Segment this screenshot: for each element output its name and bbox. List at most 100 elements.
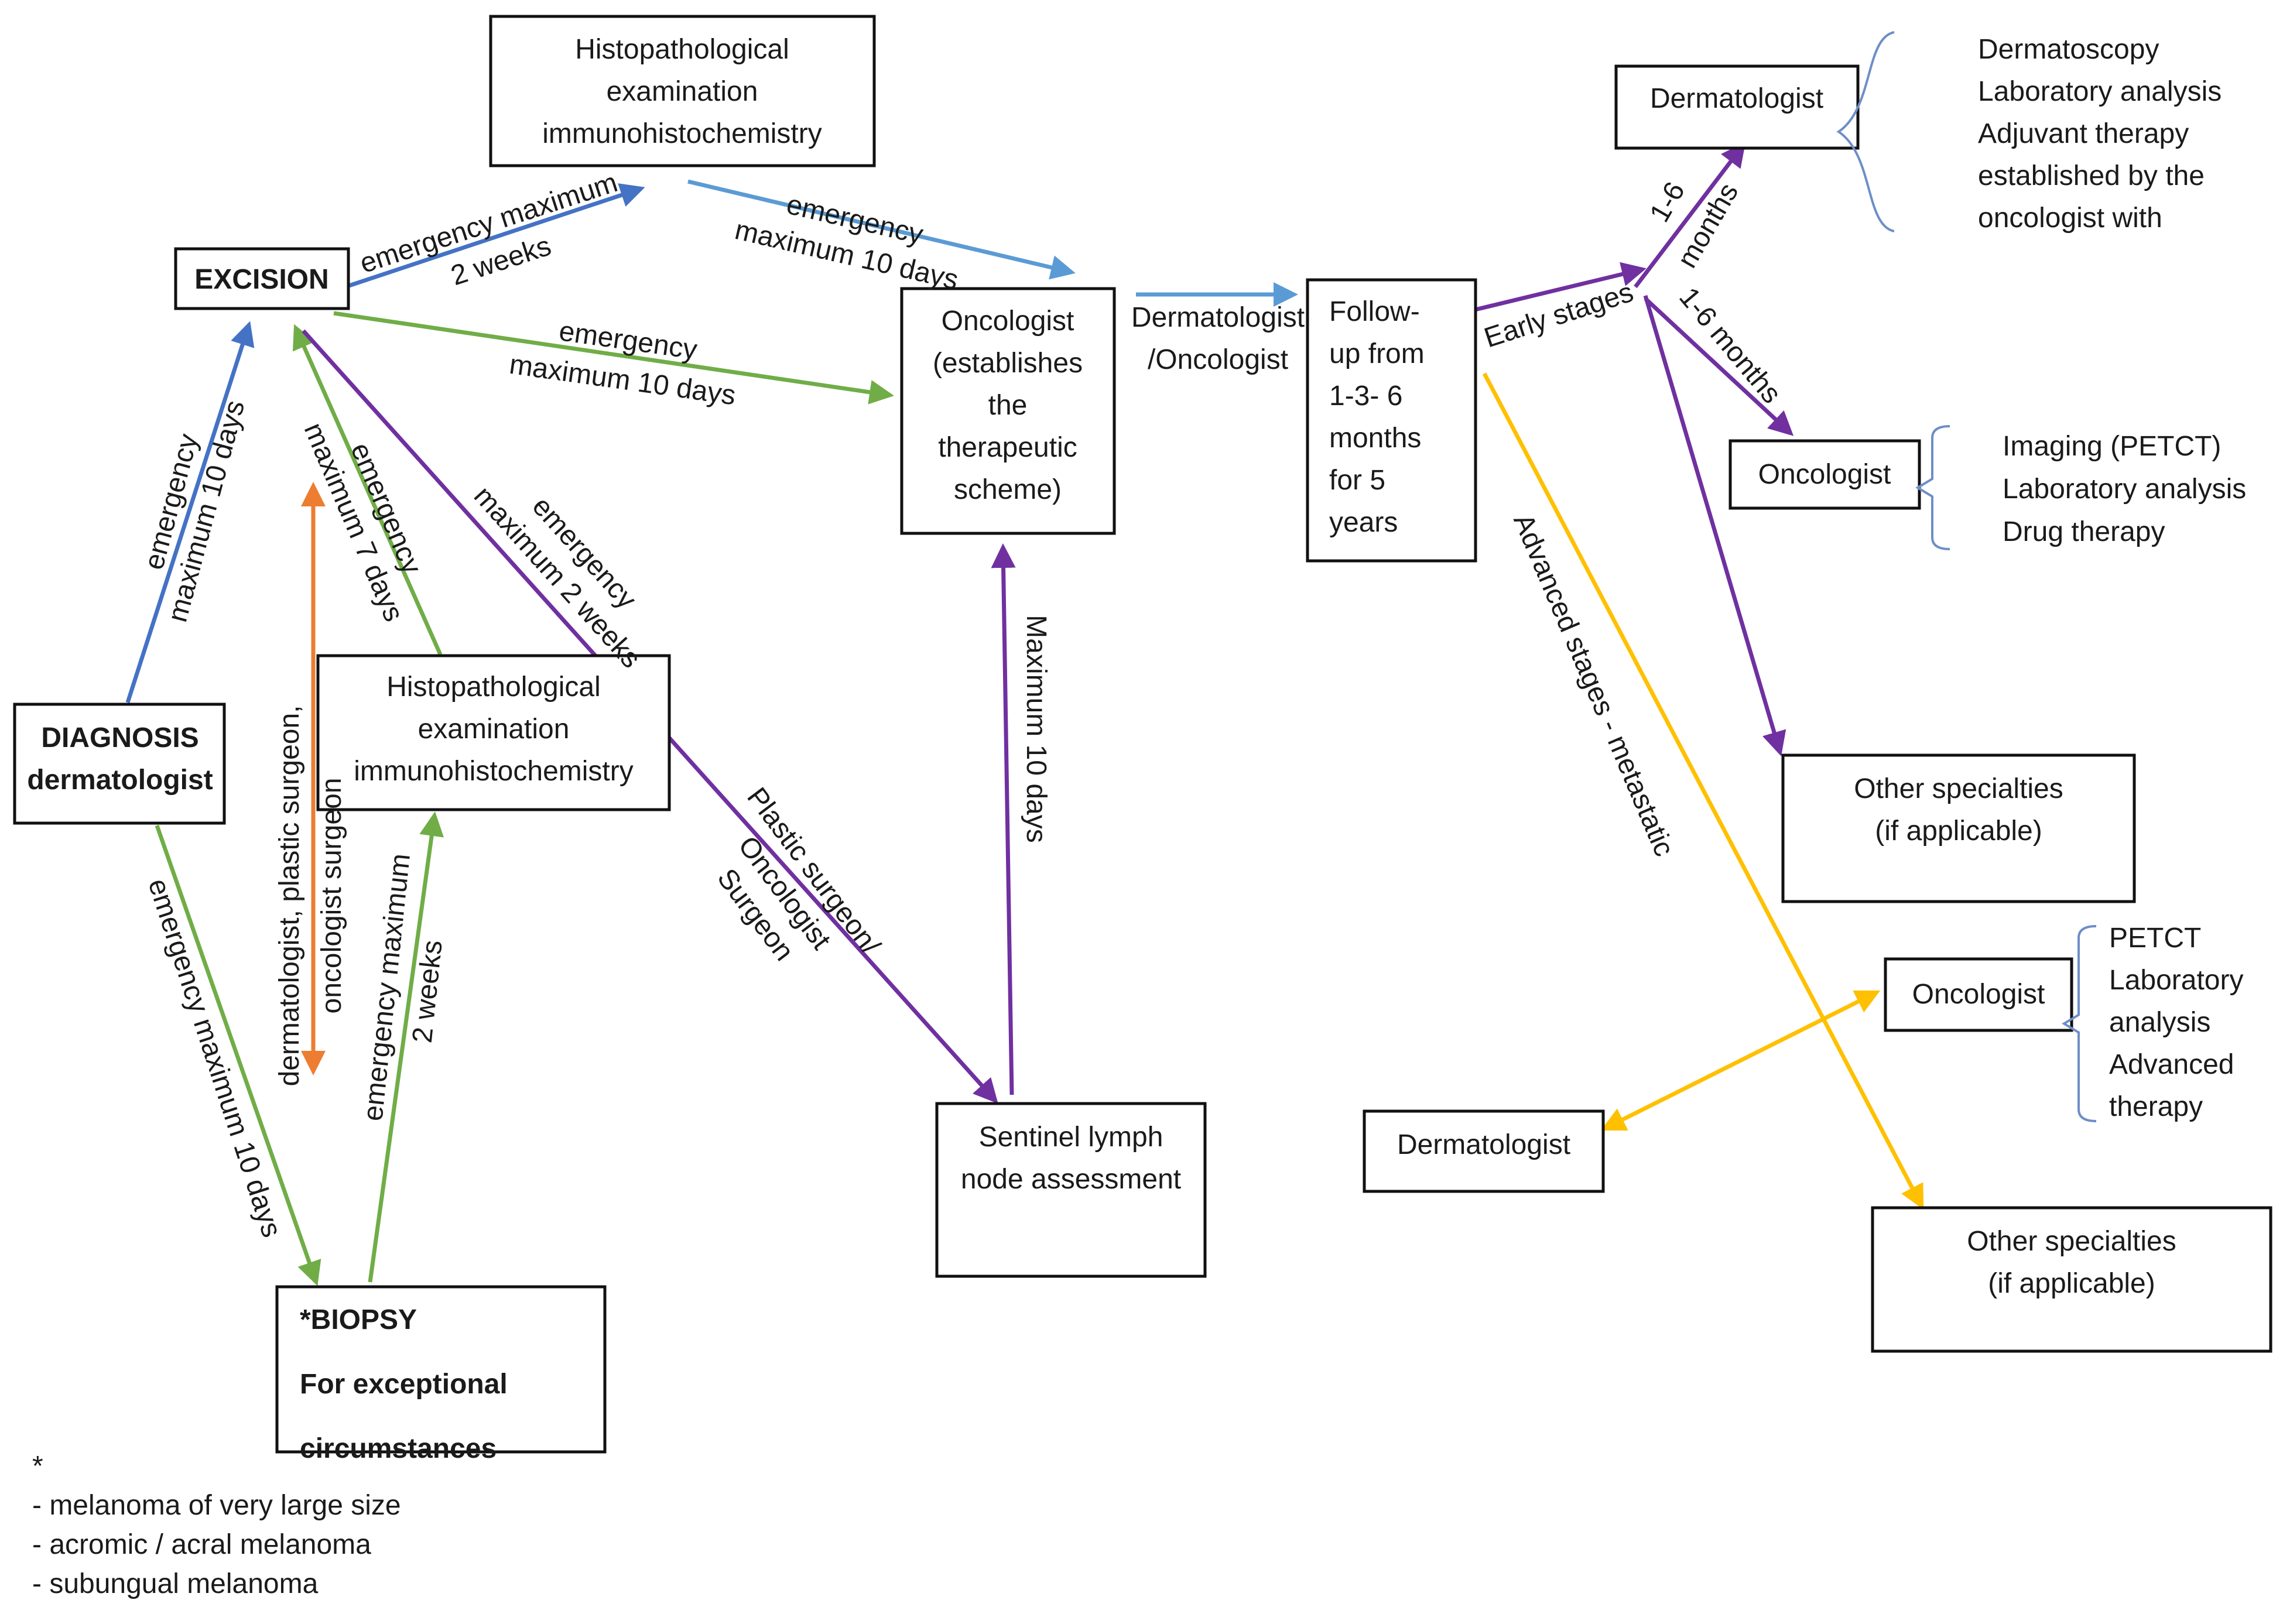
oncologist-mid-text: Oncologist — [1758, 459, 1891, 490]
dermatologist-bottom-text: Dermatologist — [1397, 1129, 1570, 1160]
diagnosis-box — [13, 703, 226, 825]
histo-top-text: immunohistochemistry — [542, 118, 822, 149]
dermatologist-top-list-item: oncologist with — [1978, 203, 2162, 234]
histo-mid-box — [316, 654, 671, 811]
oncologist-bottom-list-item: analysis — [2109, 1007, 2210, 1038]
oncologist-mid-list-item: Imaging (PETCT) — [2003, 431, 2221, 462]
arrow-histo-to-excision — [292, 324, 443, 656]
arrow-early-to-oncologist — [1644, 297, 1794, 436]
followup-text: years — [1329, 507, 1398, 538]
arrow-early-to-dermatologist — [1634, 142, 1746, 289]
dermatologist-top-list-item: Adjuvant therapy — [1978, 118, 2189, 149]
arrow-diagnosis-to-excision — [125, 321, 255, 704]
histo-top-text: examination — [607, 76, 758, 107]
arrow-biopsy-to-histo — [368, 811, 444, 1283]
diagnosis-biopsy-label: emergency maximum 10 days — [142, 875, 287, 1241]
biopsy-text: For exceptional — [300, 1369, 508, 1400]
sentinel-box — [935, 1102, 1207, 1278]
dermatologist-bottom-box — [1363, 1109, 1605, 1193]
oncologist-followup-label-line: /Oncologist — [1148, 344, 1288, 375]
followup-text: 1-3- 6 — [1329, 381, 1402, 412]
biopsy-box — [275, 1285, 607, 1454]
footnote-line: - acromic / acral melanoma — [32, 1529, 371, 1560]
oncologist-scheme-text: (establishes — [933, 348, 1083, 379]
excision-oncologist-label-line: maximum 10 days — [508, 349, 738, 412]
oncologist-bottom-list-item: PETCT — [2109, 923, 2201, 954]
followup-box — [1306, 278, 1477, 563]
arrow-followup-early — [1472, 262, 1647, 313]
sentinel-text: node assessment — [961, 1164, 1181, 1195]
advanced-stages-label: Advanced stages - metastatic — [1507, 509, 1680, 861]
early-oncologist-label: 1-6 months — [1673, 282, 1787, 409]
footnote-line: - subungual melanoma — [32, 1568, 319, 1599]
arrow-early-to-other — [1643, 295, 1786, 756]
orange-roles-label-line: oncologist surgeon — [316, 778, 347, 1014]
other-bottom-text: Other specialties — [1967, 1226, 2176, 1257]
oncologist-followup-label-line: Dermatologist — [1131, 302, 1305, 333]
followup-text: Follow- — [1329, 296, 1420, 327]
oncologist-scheme-text: scheme) — [954, 474, 1062, 505]
followup-text: for 5 — [1329, 465, 1385, 496]
footnote-line: * — [32, 1451, 43, 1482]
histo-top-text: Histopathological — [575, 34, 789, 65]
oncologist-mid-list-brace — [1915, 425, 1950, 550]
sentinel-oncologist-label: Maximum 10 days — [1021, 615, 1052, 842]
histo-mid-text: Histopathological — [386, 671, 601, 703]
orange-roles-label-line: dermatologist, plastic surgeon, — [274, 705, 305, 1087]
oncologist-bottom-text: Oncologist — [1912, 979, 2045, 1010]
footnote-line: - melanoma of very large size — [32, 1490, 401, 1521]
dermatologist-top-list-item: established by the — [1978, 160, 2205, 191]
oncologist-bottom-list-item: Advanced — [2109, 1049, 2234, 1080]
arrow-sentinel-to-oncologist — [991, 543, 1016, 1095]
diagnosis-biopsy-label-line: emergency maximum 10 days — [142, 875, 287, 1241]
arrow-excision-to-histo — [344, 183, 645, 289]
diagnosis-text: DIAGNOSIS — [41, 722, 198, 753]
histo-top-box — [489, 15, 876, 167]
oncologist-scheme-text: therapeutic — [938, 432, 1077, 463]
followup-text: months — [1329, 423, 1421, 454]
advanced-stages-label-line: Advanced stages - metastatic — [1507, 509, 1680, 861]
other-top-text: Other specialties — [1854, 773, 2063, 804]
oncologist-followup-label: Dermatologist/Oncologist — [1131, 302, 1305, 375]
biopsy-histo-label-line: 2 weeks — [407, 938, 449, 1044]
oncologist-bottom-list-item: Laboratory — [2109, 965, 2243, 996]
sentinel-oncologist-label-line: Maximum 10 days — [1021, 615, 1052, 842]
excision-text: EXCISION — [194, 264, 328, 295]
oncologist-bottom-list-brace — [2062, 925, 2097, 1122]
followup-text: up from — [1329, 338, 1425, 369]
other-bottom-text: (if applicable) — [1988, 1268, 2155, 1299]
biopsy-histo-label-line: emergency maximum — [357, 852, 416, 1122]
oncologist-scheme-text: Oncologist — [942, 306, 1074, 337]
histo-mid-text: immunohistochemistry — [354, 756, 633, 787]
other-top-text: (if applicable) — [1875, 816, 2042, 847]
biopsy-text: *BIOPSY — [300, 1304, 417, 1335]
oncologist-scheme-text: the — [988, 390, 1028, 421]
arrow-excision-to-oncologist — [333, 311, 894, 405]
oncologist-bottom-box — [1884, 957, 2073, 1032]
other-bottom-box — [1871, 1206, 2272, 1353]
sentinel-text: Sentinel lymph — [979, 1122, 1163, 1153]
dermatologist-top-list-item: Laboratory analysis — [1978, 76, 2222, 107]
arrow-histo-to-oncologist — [687, 179, 1076, 280]
early-oncologist-label-line: 1-6 months — [1673, 282, 1787, 409]
arrow-diagnosis-to-biopsy — [155, 824, 321, 1286]
oncologist-mid-list-item: Laboratory analysis — [2003, 474, 2246, 505]
diagnosis-text: dermatologist — [27, 765, 213, 796]
biopsy-text: circumstances — [300, 1433, 497, 1464]
oncologist-bottom-list-item: therapy — [2109, 1091, 2203, 1122]
excision-box — [174, 247, 350, 310]
histo-mid-text: examination — [418, 714, 570, 745]
oncologist-scheme-box — [900, 287, 1116, 535]
oncologist-mid-box — [1728, 439, 1921, 510]
oncologist-mid-list-item: Drug therapy — [2003, 516, 2165, 547]
orange-roles-label: dermatologist, plastic surgeon, oncologis… — [274, 705, 347, 1087]
